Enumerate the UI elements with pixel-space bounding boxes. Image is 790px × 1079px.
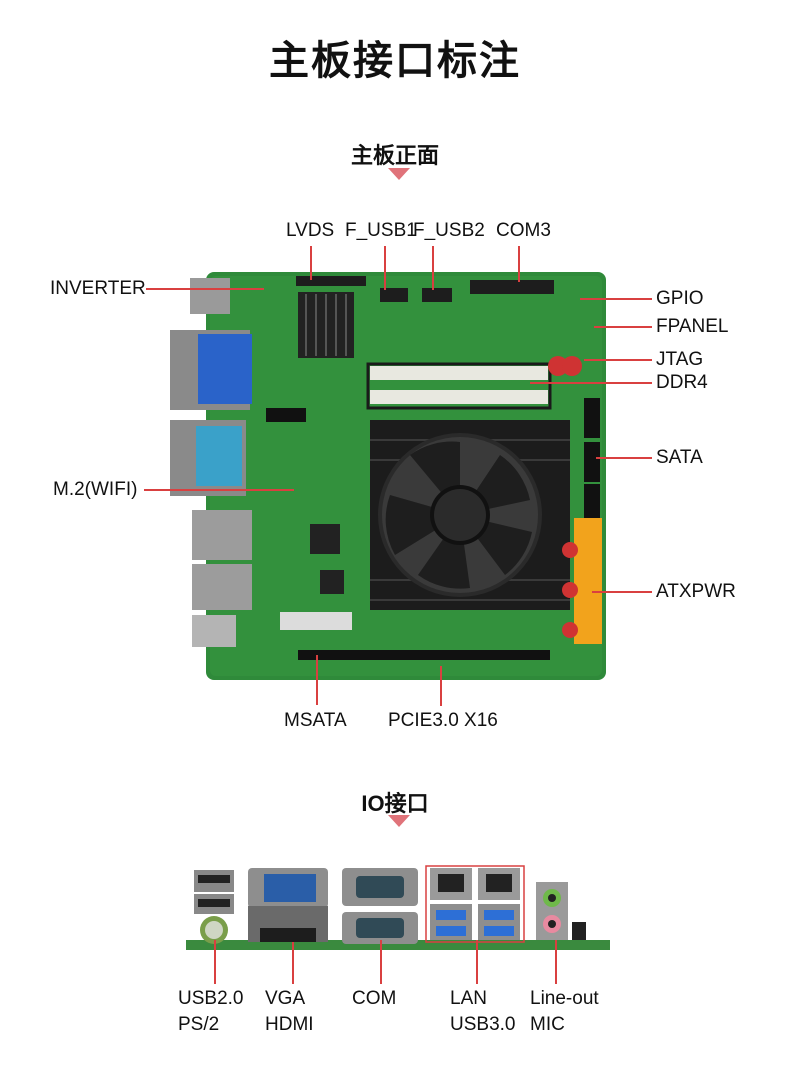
label-atxpwr: ATXPWR [656, 581, 736, 602]
io-label-line1: COM [352, 988, 397, 1009]
io-section-arrow-icon [388, 815, 410, 827]
label-inverter: INVERTER [50, 278, 146, 299]
label-lvds: LVDS [286, 220, 335, 241]
page-title: 主板接口标注 [269, 39, 521, 83]
label-f-usb1: F_USB1 [345, 220, 417, 241]
io-label-line2: USB3.0 [450, 1014, 516, 1035]
leader-line [518, 246, 520, 282]
label-pcie-x16: PCIE3.0 X16 [388, 710, 498, 731]
io-section-title: IO接口 [361, 791, 429, 816]
leader-line [316, 655, 318, 705]
label-f-usb2: F_USB2 [413, 220, 485, 241]
leader-line [380, 940, 382, 984]
io-label-vga-hdmi: VGA HDMI [265, 986, 314, 1038]
io-label-com: COM [352, 986, 396, 1012]
leader-line [476, 940, 478, 984]
io-label-line2: PS/2 [178, 1014, 220, 1035]
label-gpio: GPIO [656, 288, 704, 309]
leader-line [214, 940, 216, 984]
label-jtag: JTAG [656, 349, 704, 370]
io-label-line2: HDMI [265, 1014, 314, 1035]
label-fpanel: FPANEL [656, 316, 729, 337]
leader-line [580, 298, 652, 300]
io-panel-image [186, 865, 610, 950]
leader-line [146, 288, 264, 290]
io-label-audio: Line-out MIC [530, 986, 599, 1038]
front-section-arrow-icon [388, 168, 410, 180]
io-label-line1: VGA [265, 988, 306, 1009]
label-ddr4: DDR4 [656, 372, 708, 393]
leader-line [596, 457, 652, 459]
leader-line [384, 246, 386, 290]
leader-line [144, 489, 294, 491]
io-label-line1: Line-out [530, 988, 599, 1009]
label-com3: COM3 [496, 220, 551, 241]
io-label-lan-usb3: LAN USB3.0 [450, 986, 515, 1038]
label-m2-wifi: M.2(WIFI) [53, 479, 138, 500]
motherboard-image [170, 272, 606, 680]
leader-line [432, 246, 434, 290]
io-label-usb2-ps2: USB2.0 PS/2 [178, 986, 243, 1038]
leader-line [310, 246, 312, 280]
label-sata: SATA [656, 447, 703, 468]
leader-line [292, 942, 294, 984]
io-label-line2: MIC [530, 1014, 565, 1035]
label-msata: MSATA [284, 710, 347, 731]
io-label-line1: USB2.0 [178, 988, 244, 1009]
leader-line [594, 326, 652, 328]
leader-line [530, 382, 652, 384]
io-label-line1: LAN [450, 988, 487, 1009]
leader-line [592, 591, 652, 593]
leader-line [555, 940, 557, 984]
front-section-title: 主板正面 [350, 143, 439, 168]
leader-line [440, 666, 442, 706]
leader-line [584, 359, 652, 361]
